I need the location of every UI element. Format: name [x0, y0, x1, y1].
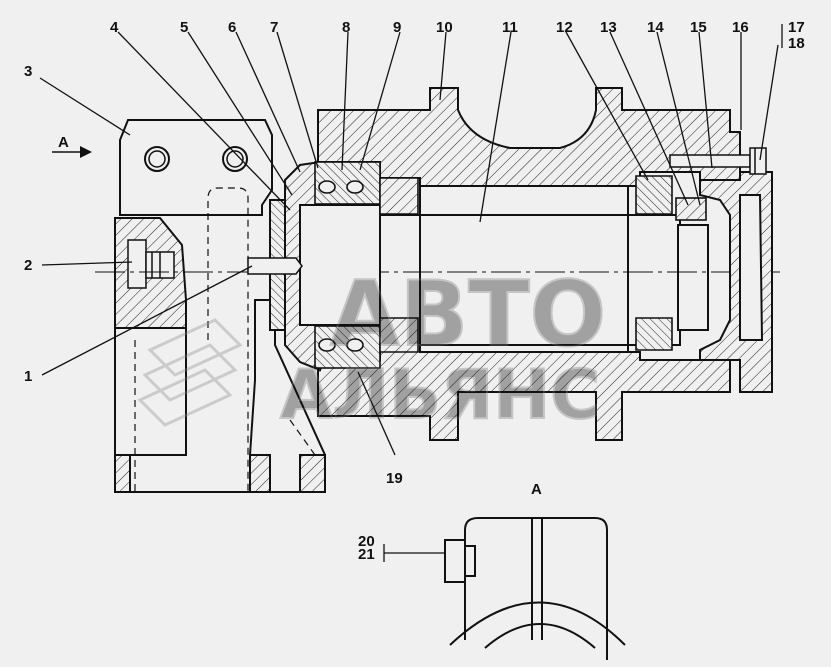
watermark: АВТО АЛЬЯНС [137, 261, 607, 436]
callout-10: 10 [436, 19, 453, 36]
callout-19: 19 [386, 470, 403, 487]
callout-2: 2 [24, 257, 32, 274]
shaft [379, 186, 709, 352]
watermark-line1: АВТО [330, 262, 606, 367]
callout-13: 13 [600, 19, 617, 36]
callout-12: 12 [556, 19, 573, 36]
callout-21: 21 [358, 546, 375, 563]
bearing-right [635, 175, 707, 351]
callout-1: 1 [24, 368, 32, 385]
leader-lines [39, 24, 783, 562]
bearing-left [314, 161, 419, 369]
callout-9: 9 [393, 19, 401, 36]
cover-16 [699, 171, 773, 393]
callouts: 4 5 6 7 8 9 10 11 12 13 14 15 16 17 18 3… [24, 19, 805, 563]
callout-15: 15 [690, 19, 707, 36]
callout-18: 18 [788, 35, 805, 52]
callout-20: 20 [358, 533, 375, 550]
housing [317, 87, 741, 441]
view-arrow-label: A [58, 134, 69, 151]
bracket-body [119, 119, 273, 216]
pin-1 [247, 257, 303, 275]
callout-6: 6 [228, 19, 236, 36]
callout-5: 5 [180, 19, 188, 36]
callout-3: 3 [24, 63, 32, 80]
detail-view-a [444, 517, 626, 660]
hidden-lines [134, 187, 316, 492]
callout-16: 16 [732, 19, 749, 36]
bolt-2 [127, 239, 175, 289]
section-view-label: A [531, 481, 542, 498]
callout-7: 7 [270, 19, 278, 36]
watermark-line2: АЛЬЯНС [280, 356, 600, 435]
callout-8: 8 [342, 19, 350, 36]
callout-11: 11 [502, 19, 518, 36]
callout-14: 14 [647, 19, 664, 36]
callout-17: 17 [788, 19, 805, 36]
view-arrow [52, 146, 92, 158]
callout-4: 4 [110, 19, 119, 36]
